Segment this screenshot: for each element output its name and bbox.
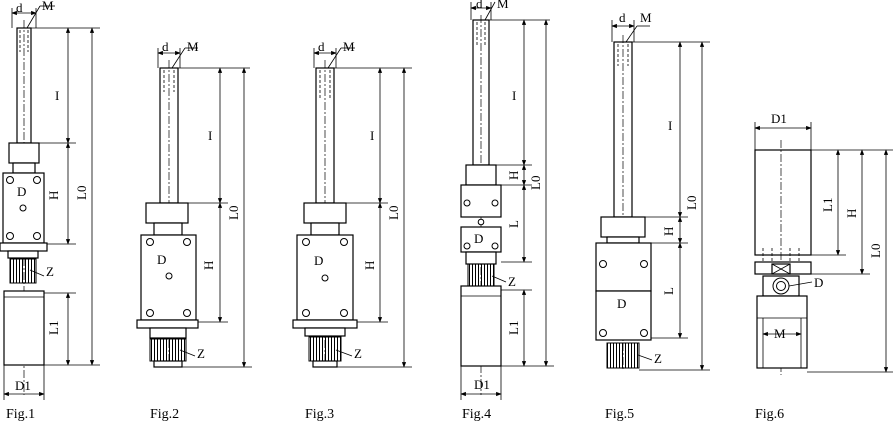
figure-1 (0, 5, 100, 400)
figure-4 (460, 1, 554, 400)
figure-2 (136, 47, 252, 368)
figure-3 (292, 47, 412, 368)
label-M: M (343, 39, 355, 54)
label-I: I (55, 88, 59, 103)
label-H: H (506, 171, 521, 180)
label-H: H (201, 261, 216, 270)
label-L0: L0 (684, 196, 699, 210)
label-D: D (157, 252, 166, 267)
label-M: M (497, 0, 509, 11)
label-L0: L0 (74, 186, 89, 200)
label-H: H (362, 261, 377, 270)
label-D: D (314, 253, 323, 268)
label-Z: Z (508, 274, 516, 289)
label-D: D (617, 296, 626, 311)
label-L0: L0 (226, 206, 241, 220)
label-D1: D1 (474, 377, 490, 392)
label-M: M (187, 39, 199, 54)
label-L1: L1 (820, 198, 835, 212)
label-L: L (506, 220, 521, 228)
label-M: M (42, 0, 54, 13)
caption-fig6: Fig.6 (755, 407, 784, 422)
caption-fig5: Fig.5 (605, 407, 634, 422)
label-D: D (474, 231, 483, 246)
label-I: I (668, 118, 672, 133)
label-H: H (844, 209, 859, 218)
caption-fig1: Fig.1 (6, 407, 35, 422)
label-L1: L1 (506, 321, 521, 335)
label-L0: L0 (528, 176, 543, 190)
label-Z: Z (354, 346, 362, 361)
label-L: L (661, 287, 676, 295)
figure-5 (595, 20, 710, 371)
label-M: M (640, 10, 652, 25)
label-d: d (16, 0, 23, 15)
label-L1: L1 (46, 321, 61, 335)
label-I: I (512, 88, 516, 103)
label-D1: D1 (15, 378, 31, 393)
label-L0: L0 (868, 244, 883, 258)
figure-6 (754, 122, 893, 375)
label-d: d (476, 0, 483, 11)
label-D1: D1 (771, 111, 787, 126)
label-L0: L0 (386, 206, 401, 220)
label-Z: Z (46, 264, 54, 279)
caption-fig4: Fig.4 (462, 407, 491, 422)
label-M: M (774, 326, 786, 341)
label-Z: Z (197, 346, 205, 361)
label-H: H (46, 191, 61, 200)
label-d: d (318, 39, 325, 54)
label-d: d (619, 10, 626, 25)
caption-fig2: Fig.2 (150, 407, 179, 422)
label-D: D (814, 275, 823, 290)
label-I: I (370, 128, 374, 143)
caption-fig3: Fig.3 (305, 407, 334, 422)
label-D: D (17, 184, 26, 199)
label-H: H (661, 227, 676, 236)
label-Z: Z (654, 351, 662, 366)
label-I: I (208, 128, 212, 143)
label-d: d (162, 39, 169, 54)
